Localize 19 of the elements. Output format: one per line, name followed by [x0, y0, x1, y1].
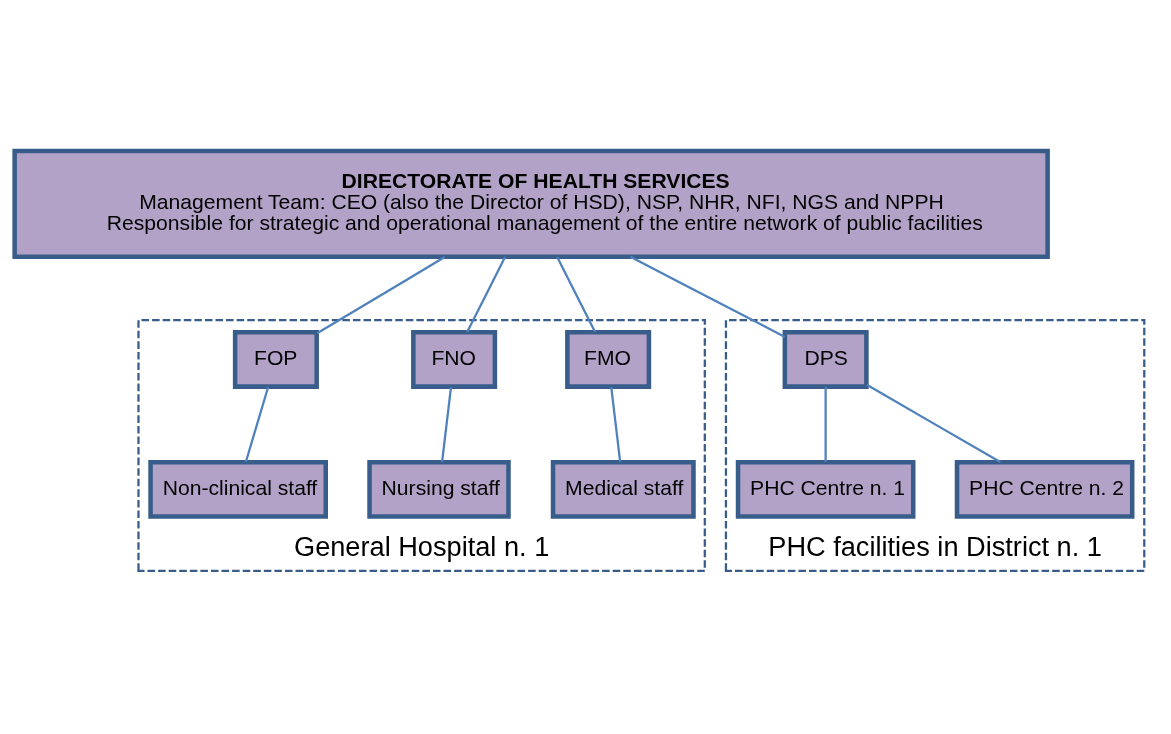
node-box: Medical staff	[550, 459, 696, 519]
node-box: FMO	[565, 330, 652, 389]
connector	[556, 256, 597, 333]
connector	[440, 387, 453, 463]
connector	[866, 383, 1001, 464]
node-box: FNO	[411, 330, 498, 389]
node-box: Non-clinical staff	[148, 459, 328, 519]
connector	[629, 255, 786, 338]
node-box: PHC Centre n. 2	[954, 459, 1135, 519]
node-box: DPS	[782, 330, 869, 389]
connector	[610, 387, 622, 463]
connector	[244, 386, 270, 463]
connector	[466, 256, 507, 333]
node-box: DIRECTORATE OF HEALTH SERVICES Management Team: CEO (also the Director of HSD), NSP, NHR, NFI, NGS and NPPH Responsible for strategic and operational management of the entire network of public facilities	[12, 148, 1050, 260]
node-box: FOP	[232, 330, 319, 389]
node-box: PHC Centre n. 1	[735, 459, 916, 519]
connector	[824, 387, 827, 462]
connector	[316, 256, 446, 335]
node-box: Nursing staff	[367, 459, 511, 519]
